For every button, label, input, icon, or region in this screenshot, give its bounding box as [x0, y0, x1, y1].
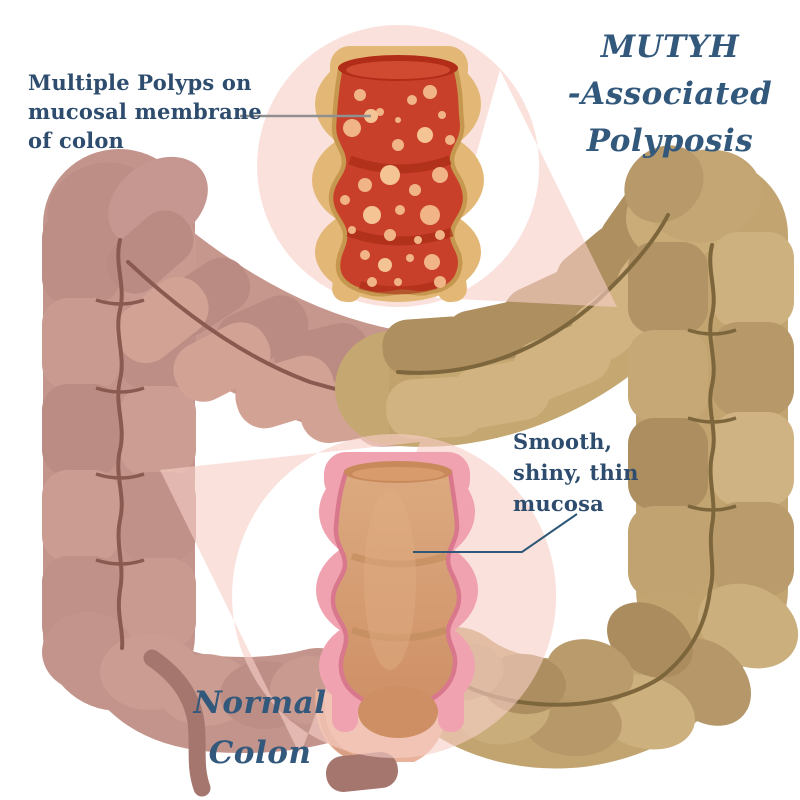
polyps-label-line-3: of colon	[28, 128, 124, 153]
polyposis-cross-section	[312, 46, 484, 303]
normal-cross-section	[316, 452, 478, 738]
mucosa-label-line-2: shiny, thin	[513, 460, 639, 485]
normal-colon-label: Normal Colon	[155, 678, 365, 778]
polyps-label-line-2: mucosal membrane	[28, 99, 262, 124]
title-line-1: MUTYH	[600, 29, 740, 65]
polyps-label: Multiple Polyps on mucosal membrane of c…	[28, 68, 278, 155]
diagram-title: MUTYH -Associated Polyposis	[548, 24, 792, 165]
polyp-dots	[340, 85, 455, 288]
title-line-3: Polyposis	[586, 123, 754, 159]
polyps-label-line-1: Multiple Polyps on	[28, 70, 252, 95]
mucosa-label-line-3: mucosa	[513, 491, 604, 516]
mucosa-callout-line	[413, 513, 578, 553]
normal-colon-label-line-2: Colon	[208, 735, 312, 771]
normal-colon-label-line-1: Normal	[193, 685, 327, 721]
title-line-2: -Associated	[567, 76, 773, 112]
mucosa-label: Smooth, shiny, thin mucosa	[513, 426, 683, 519]
appendix	[143, 649, 211, 797]
mucosa-label-line-1: Smooth,	[513, 429, 613, 454]
